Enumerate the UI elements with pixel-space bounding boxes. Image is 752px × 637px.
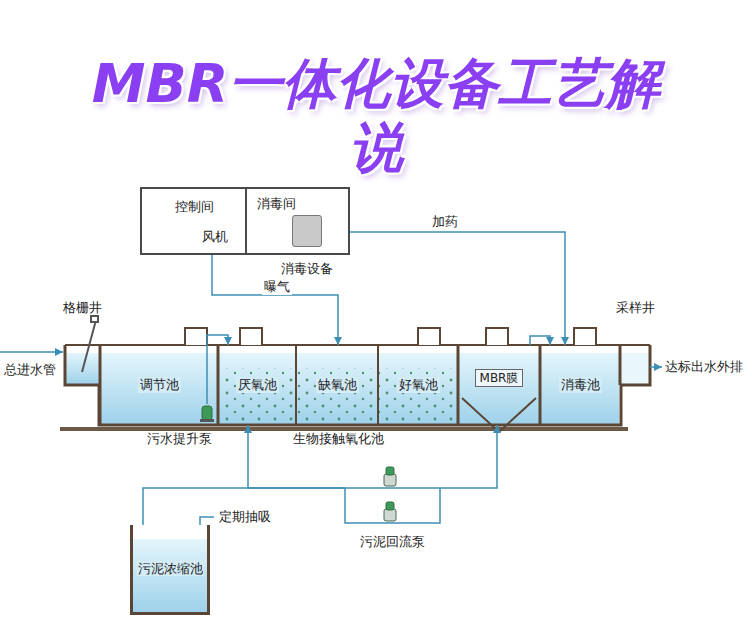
diagram-title: MBR一体化设备工艺解说 [76,52,676,180]
tank-cell: 调节池 [100,345,218,425]
node-label: MBR膜 [475,369,524,387]
node-label: 生物接触氧化池 [293,431,384,447]
bar-screen [82,316,98,372]
sludge-tank: 污泥浓缩池 [130,525,210,615]
pipe-connector [322,232,565,345]
return-pump [384,467,396,521]
tank-cell: 好氧池 [378,345,458,425]
annotation-label: 总进水管 [4,362,56,378]
manhole-stubs [185,328,596,345]
node-label: 控制间 [142,199,247,215]
room-box: 消毒间消毒设备 [245,187,350,255]
disinfection-device: 消毒设备 [292,215,322,247]
membrane-tank: MBR膜 [458,345,540,425]
aeration-bubbles [221,368,456,423]
sampling-well: 采样井 [620,345,650,385]
node-label: 消毒池 [559,377,602,393]
tank-group: 生物接触氧化池厌氧池缺氧池好氧池 [218,345,458,425]
tank-cell: 消毒池 [540,345,620,425]
node-label: 消毒设备 [281,261,333,277]
mbr-funnel [462,398,536,432]
node-label: 好氧池 [397,377,440,393]
node-label: 采样井 [616,300,655,316]
lift-pipe [206,345,208,404]
pump-group: 污泥回流泵 [345,455,440,552]
pipe-connector [530,336,550,345]
edge-label: 加药 [430,214,460,230]
blower-box: 风机 [192,224,237,250]
screen-well: 格栅井 [65,345,100,385]
node-label: 厌氧池 [236,377,279,393]
annotation-label: 定期抽吸 [219,509,271,525]
node-label: 风机 [202,229,228,245]
edge-label: 曝气 [262,279,292,295]
tank-cell: 厌氧池 [218,345,296,425]
sludge-loop [345,488,440,523]
pipe-connector [207,335,228,345]
node-label: 调节池 [138,377,181,393]
annotation-label: 达标出水外排 [665,359,743,375]
node-label: 消毒间 [257,196,348,212]
inlet-arrow [0,351,63,353]
pipe-connector [212,250,338,345]
lift-pump [200,406,214,422]
pipe-connector [440,425,497,488]
tank-outline [65,345,650,425]
outlet-arrow [650,366,662,368]
tank-walls [65,345,650,425]
room-box: 控制间风机 [140,187,249,255]
node-label: 污泥浓缩池 [137,561,204,576]
tank-cell: 缺氧池 [296,345,378,425]
node-label: 格栅井 [63,300,102,316]
node-label: 缺氧池 [316,377,359,393]
water [66,353,649,424]
annotation-label: 污水提升泵 [147,431,212,447]
pipe-connector [143,488,345,525]
tank-slab [60,427,628,431]
node-label: 污泥回流泵 [360,534,425,550]
